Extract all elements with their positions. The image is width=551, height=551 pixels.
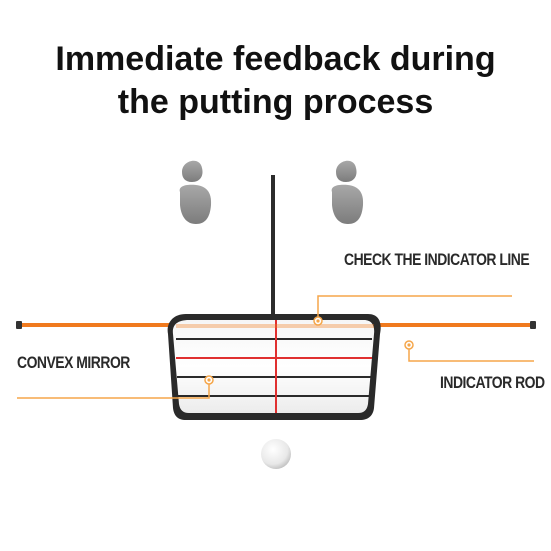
callout-convex-mirror	[17, 375, 214, 399]
vertical-alignment-stick	[271, 175, 275, 315]
convex-mirror-label: CONVEX MIRROR	[17, 353, 130, 372]
title-line-2: the putting process	[117, 83, 434, 121]
title-line-1: Immediate feedback during	[55, 40, 496, 78]
convex-mirror	[167, 314, 381, 420]
indicator-rod-label: INDICATOR ROD	[440, 373, 545, 392]
left-shoe-icon	[179, 160, 212, 224]
indicator-rod	[16, 321, 536, 329]
callout-indicator-rod	[404, 340, 534, 362]
callout-indicator-line	[313, 295, 512, 326]
page-title: Immediate feedback during the putting pr…	[0, 38, 551, 124]
golf-ball-icon	[261, 439, 291, 469]
right-shoe-icon	[331, 160, 364, 224]
indicator-line-label: CHECK THE INDICATOR LINE	[344, 250, 530, 269]
